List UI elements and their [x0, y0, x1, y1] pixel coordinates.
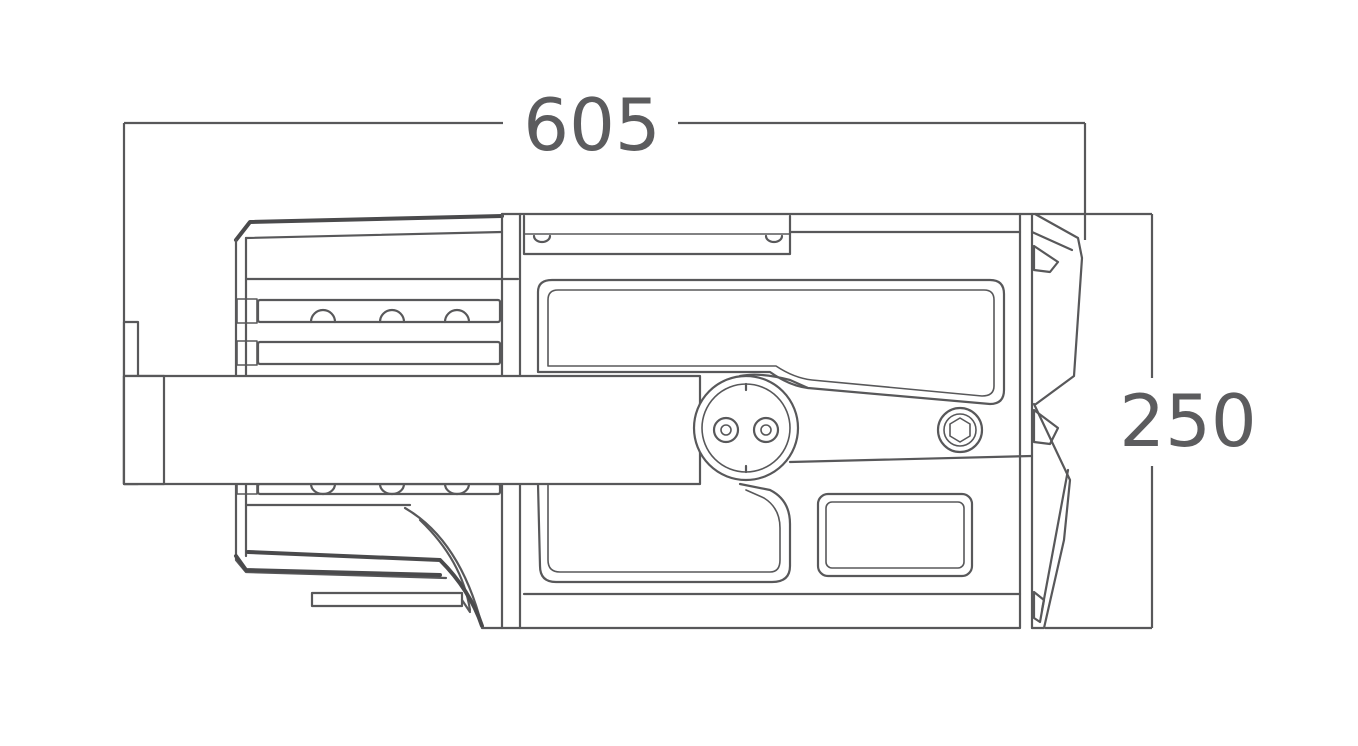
height-dimension: 250	[1035, 212, 1257, 630]
mounting-bracket	[122, 320, 810, 486]
front-bezel	[1018, 212, 1084, 630]
width-dimension: 605	[122, 83, 1087, 484]
width-dimension-label: 605	[523, 83, 660, 167]
height-dimension-label: 250	[1119, 379, 1256, 463]
